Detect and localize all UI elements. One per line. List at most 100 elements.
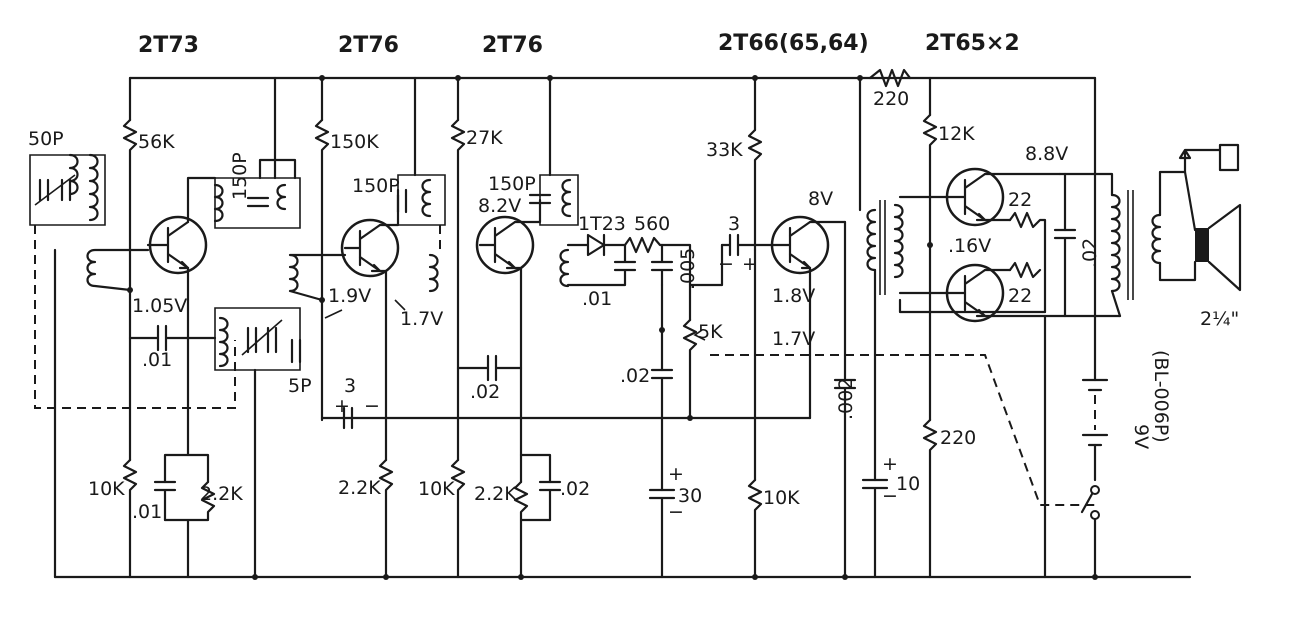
label-r-10k-c: 10K xyxy=(763,487,800,509)
if-coil-2 xyxy=(421,178,432,218)
label-c-10: 10 xyxy=(896,473,920,495)
label-v-8: 8V xyxy=(808,188,833,210)
speaker-cone xyxy=(1207,203,1242,292)
minus-sign-3: − xyxy=(718,253,734,275)
label-c-02-b: .02 xyxy=(620,365,650,387)
label-c-150p-b: 150P xyxy=(352,175,400,197)
label-pot-5k: 5K xyxy=(698,321,723,343)
antenna-coil xyxy=(68,153,99,222)
label-r-22-a: 22 xyxy=(1008,189,1032,211)
transistor-label-4: 2T66(65,64) xyxy=(718,31,869,56)
cap-02-b xyxy=(650,368,674,492)
cap-01-c xyxy=(153,480,177,522)
label-c-150p-c: 150P xyxy=(488,173,536,195)
label-c-3-a: 3 xyxy=(728,213,740,235)
osc-coil xyxy=(218,316,229,368)
power-switch-top xyxy=(1090,485,1100,495)
transistor-label-1: 2T73 xyxy=(138,33,199,58)
label-speaker: 2¼" xyxy=(1200,308,1239,330)
transistor-label-2: 2T76 xyxy=(338,33,399,58)
transistor-label-5: 2T65×2 xyxy=(925,31,1020,56)
label-v-1-05: 1.05V xyxy=(132,295,187,317)
cap-01-a xyxy=(128,324,217,352)
cap-150p-a xyxy=(246,196,270,208)
resistor-12k xyxy=(922,113,938,422)
resistor-150k xyxy=(314,118,330,422)
cap-30 xyxy=(648,488,676,579)
label-r-560: 560 xyxy=(634,213,670,235)
coil-input-3 xyxy=(428,253,439,293)
dashed-switch-link xyxy=(710,354,1095,506)
label-c-30: 30 xyxy=(678,485,702,507)
cap-arrow xyxy=(34,174,76,206)
resistor-2-2k-c xyxy=(513,480,552,579)
label-c-02-a: .02 xyxy=(470,381,500,403)
label-v-16: .16V xyxy=(948,235,991,257)
label-r-10k-a: 10K xyxy=(88,478,125,500)
dashed-gang xyxy=(34,225,236,409)
resistor-10k-a xyxy=(122,458,138,579)
label-r-220-top: 220 xyxy=(873,88,909,110)
label-r-2-2k-b: 2.2K xyxy=(338,477,381,499)
cap-50p xyxy=(38,178,50,202)
label-c-01-b: .01 xyxy=(582,288,612,310)
resistor-10k-c xyxy=(747,478,763,579)
cap-3-a xyxy=(720,233,774,257)
resistor-27k xyxy=(450,118,466,462)
output-transformer-secondary xyxy=(1151,213,1162,265)
label-c-150p-a: 150P xyxy=(229,152,251,200)
label-v-1-7-a: 1.7V xyxy=(400,308,443,330)
if-box-3 xyxy=(539,174,579,226)
label-battery: 9V xyxy=(1130,424,1152,449)
cap-5p xyxy=(290,338,302,364)
tuning-box-2 xyxy=(214,307,301,371)
coil-input-1 xyxy=(86,248,150,292)
label-r-12k: 12K xyxy=(938,123,975,145)
label-c-01-c: .01 xyxy=(132,501,162,523)
resistor-2-2k-a xyxy=(163,480,216,579)
earphone-jack xyxy=(1158,143,1240,217)
plus-sign-4: + xyxy=(882,453,898,475)
driver-transformer-secondary xyxy=(893,203,904,279)
cap-02-c xyxy=(538,480,562,522)
label-r-33k: 33K xyxy=(706,139,743,161)
resistor-33k xyxy=(747,128,763,252)
label-c-02-c: .02 xyxy=(560,478,590,500)
cap-50p-b xyxy=(60,178,72,202)
label-diode: 1T23 xyxy=(578,213,626,235)
driver-transformer-primary xyxy=(866,208,877,272)
output-transformer-primary xyxy=(1110,193,1121,293)
minus-sign-2: − xyxy=(668,501,684,523)
resistor-220-top xyxy=(868,68,912,88)
label-v-8-8: 8.8V xyxy=(1025,143,1068,165)
coil-input-2 xyxy=(288,253,347,302)
label-r-10k-b: 10K xyxy=(418,478,455,500)
label-r-56k: 56K xyxy=(138,131,175,153)
label-r-2-2k-c: 2.2K xyxy=(474,483,517,505)
cap-150p-b xyxy=(396,188,408,214)
resistor-22-a xyxy=(1008,211,1047,314)
transistor-2 xyxy=(340,218,400,278)
battery xyxy=(1081,378,1109,447)
tuning-box-1 xyxy=(29,154,106,226)
cap-3-b xyxy=(342,406,354,430)
label-c-50p: 50P xyxy=(28,128,64,150)
label-r-220-b: 220 xyxy=(940,427,976,449)
if-coil-3 xyxy=(561,178,572,218)
if-coil-1b xyxy=(276,183,287,211)
resistor-56k xyxy=(122,118,138,292)
plus-sign-1: + xyxy=(334,395,350,417)
resistor-2-2k-b xyxy=(378,458,394,579)
label-battery-model: (BL-006P) xyxy=(1150,350,1172,443)
label-v-8-2: 8.2V xyxy=(478,195,521,217)
cap-02-a xyxy=(456,354,523,382)
label-c-3-b: 3 xyxy=(344,375,356,397)
resistor-10k-b xyxy=(450,458,466,579)
label-r-27k: 27K xyxy=(466,127,503,149)
resistor-220-b xyxy=(922,418,938,579)
transistor-label-3: 2T76 xyxy=(482,33,543,58)
label-c-002: .002 xyxy=(835,378,857,420)
label-v-1-8: 1.8V xyxy=(772,285,815,307)
transistor-3 xyxy=(475,215,535,275)
pot-5k xyxy=(682,318,698,420)
